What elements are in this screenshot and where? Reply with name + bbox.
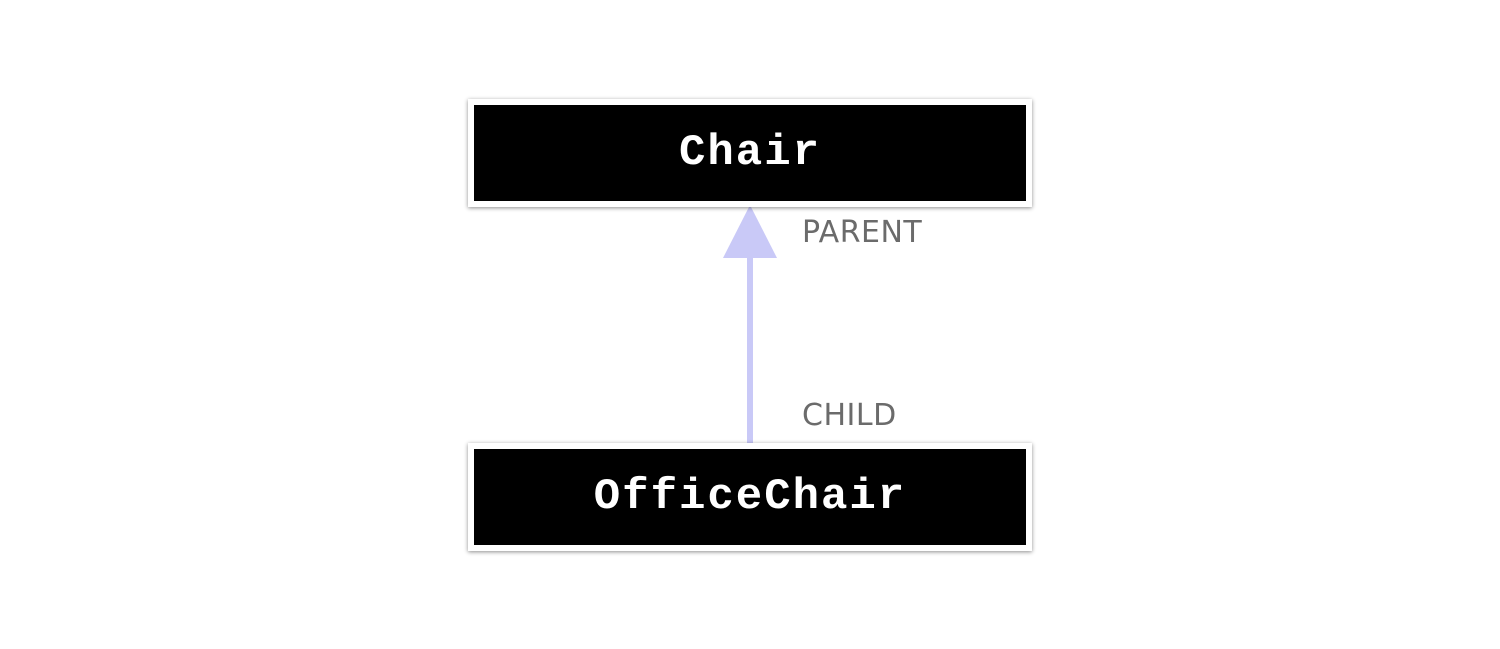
child-role-label: CHILD <box>802 398 897 433</box>
parent-class-name: Chair <box>678 128 822 178</box>
parent-class-box[interactable]: Chair <box>468 99 1032 207</box>
child-class-name: OfficeChair <box>593 472 907 522</box>
parent-role-label: PARENT <box>802 215 923 250</box>
child-class-box[interactable]: OfficeChair <box>468 443 1032 551</box>
inheritance-arrow-head <box>723 205 777 258</box>
